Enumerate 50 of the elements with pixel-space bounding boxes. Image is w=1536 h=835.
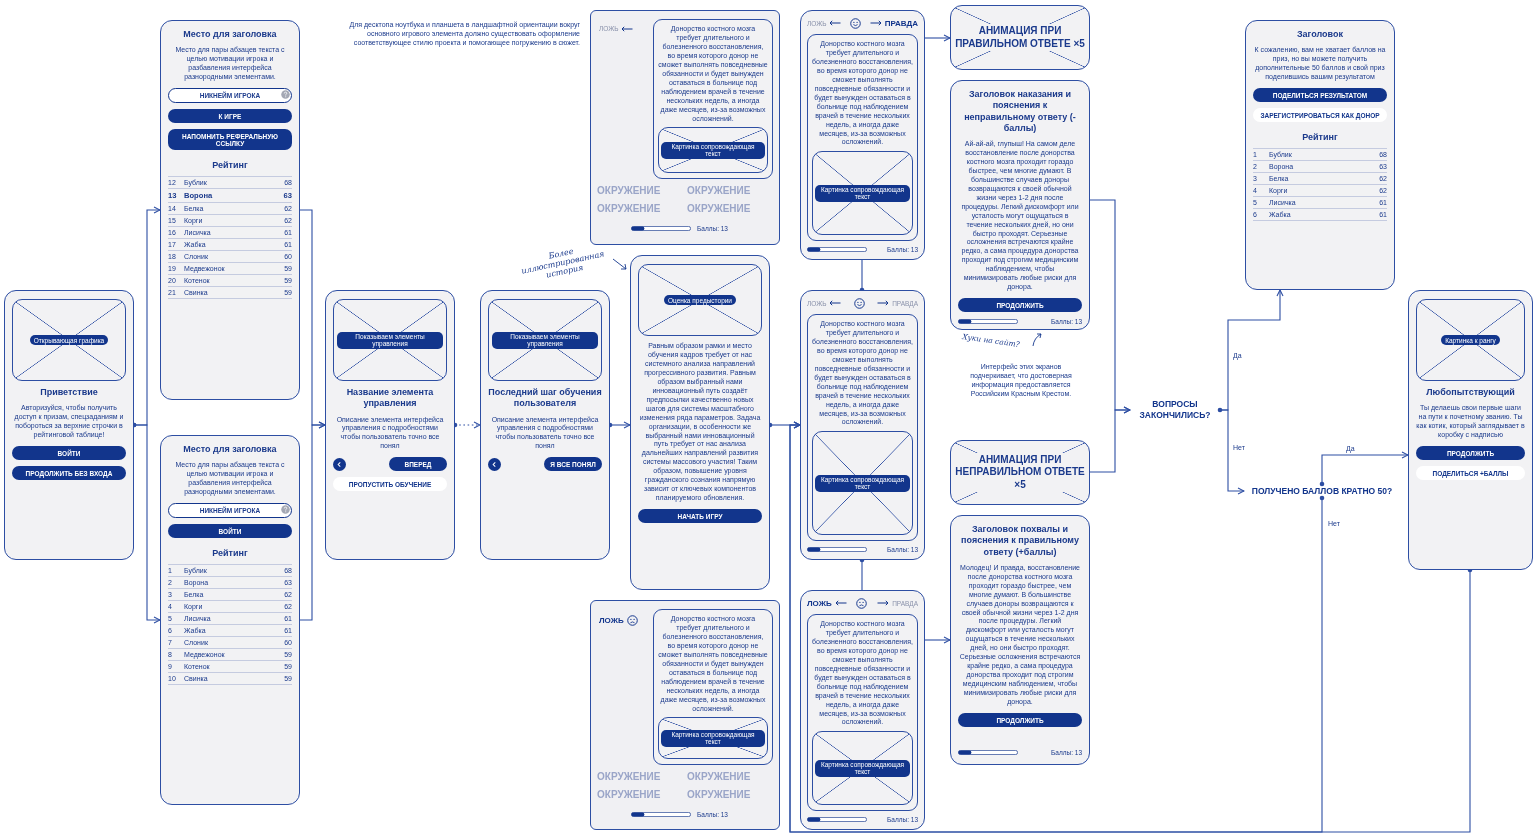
phone-screen (1408, 290, 1533, 570)
connector-arrow (1089, 406, 1131, 473)
phone-screen (800, 10, 925, 260)
phone-screen (800, 290, 925, 560)
screen-title: Место для заголовка (182, 29, 278, 41)
answer-option: ЛОЖЬ (807, 598, 832, 608)
connector-arrow (789, 421, 1473, 833)
phone-screen (950, 515, 1090, 765)
screen-title: Место для заголовка (182, 444, 278, 456)
phone-screen (160, 20, 300, 400)
background-text: ОКРУЖЕНИЕ (687, 203, 751, 214)
answer-option: ЛОЖЬ (599, 616, 624, 625)
section-heading: Рейтинг (1301, 132, 1339, 143)
decision-label: ВОПРОСЫ ЗАКОНЧИЛИСЬ? (1130, 394, 1220, 426)
phone-screen (950, 80, 1090, 330)
animation-card (950, 440, 1090, 505)
background-text: ОКРУЖЕНИЕ (687, 185, 751, 196)
phone-screen (480, 290, 610, 560)
phone-screen (630, 255, 770, 590)
connector-arrow (1219, 409, 1245, 495)
phone-screen (325, 290, 455, 560)
screen-title: Название элемента управления (345, 387, 435, 410)
background-text: ОКРУЖЕНИЕ (597, 771, 661, 782)
screen-title: Заголовок (1295, 29, 1345, 41)
connector-arrow (1217, 289, 1284, 413)
screen-title: Заголовок похвалы и пояснения к правильному ответу (+баллы) (960, 524, 1080, 558)
desktop-screen (590, 600, 780, 830)
background-text: ОКРУЖЕНИЕ (687, 789, 751, 800)
animation-card (950, 5, 1090, 70)
background-text: ОКРУЖЕНИЕ (597, 789, 661, 800)
connector-arrow (299, 421, 326, 621)
screen-title: Любопытствующий (1425, 387, 1516, 399)
phone-screen (800, 590, 925, 830)
phone-screen (160, 435, 300, 805)
screen-title: Последний шаг обучения пользователя (488, 387, 602, 410)
connector-arrow (1319, 451, 1409, 487)
screen-title: Приветствие (39, 387, 99, 399)
screen-title: Заголовок наказания и пояснения к неправильному ответу (-баллы) (963, 89, 1077, 134)
background-text: ОКРУЖЕНИЕ (597, 185, 661, 196)
answer-option: ПРАВДА (884, 18, 918, 28)
decision-label: ПОЛУЧЕНО БАЛЛОВ КРАТНО 50? (1244, 484, 1400, 498)
connector-arrow (924, 636, 951, 644)
section-heading: Рейтинг (211, 548, 249, 559)
phone-screen (1245, 20, 1395, 290)
desktop-screen (590, 10, 780, 245)
section-heading: Рейтинг (211, 160, 249, 171)
background-text: ОКРУЖЕНИЕ (597, 203, 661, 214)
connector-arrow (924, 34, 951, 42)
phone-screen (4, 290, 134, 560)
background-text: ОКРУЖЕНИЕ (687, 771, 751, 782)
